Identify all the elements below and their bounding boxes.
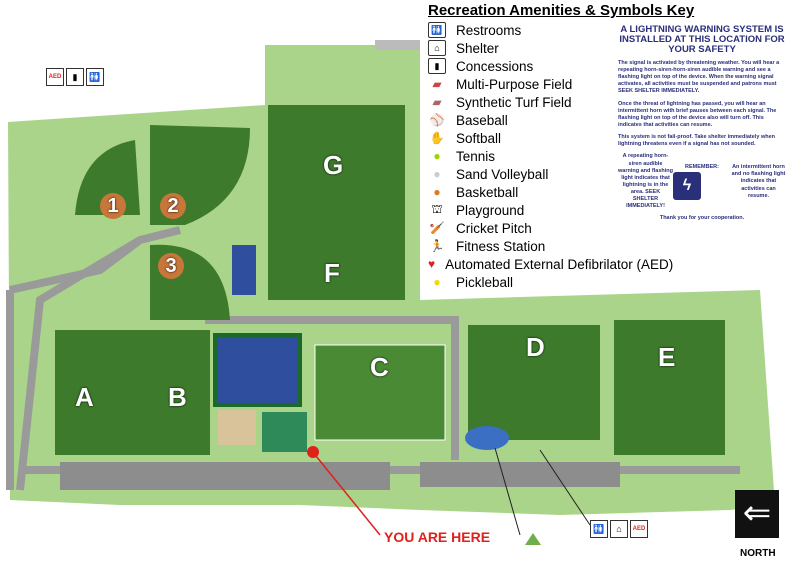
field-d-label: D: [526, 332, 545, 362]
shelter-icon: ⌂: [610, 520, 628, 538]
warning-right-note: An intermittent horn and no flashing lig…: [731, 164, 786, 199]
pickleball-courts: [232, 245, 256, 295]
aed-icon: AED: [630, 520, 648, 538]
legend-item: 🏏 Cricket Pitch: [428, 219, 613, 237]
volleyball-court: [218, 410, 256, 445]
warning-paragraph: This system is not fail-proof. Take shel…: [618, 134, 775, 148]
legend-item: ▰ Synthetic Turf Field: [428, 93, 613, 111]
legend-item-label: Multi-Purpose Field: [456, 76, 573, 92]
diamond-2-label: 2: [160, 193, 186, 219]
synthetic-turf-icon: ▰: [432, 95, 442, 109]
legend-item-label: Automated External Defibrilator (AED): [445, 256, 674, 272]
legend-item-label: Sand Volleyball: [456, 166, 549, 182]
warning-left-note: A repeating horn-siren audible warning a…: [618, 153, 674, 210]
top-strip: [375, 40, 420, 50]
warning-title: A LIGHTNING WARNING SYSTEM IS INSTALLED …: [619, 24, 785, 55]
restroom-icon: 🚻: [428, 22, 446, 38]
diamond-1-label: 1: [100, 193, 126, 219]
field-e-label: E: [658, 342, 676, 372]
legend-item: ● Pickleball: [428, 273, 613, 291]
shelter-icon: ⌂: [428, 40, 446, 56]
playground-icon: [525, 533, 541, 545]
restroom-icon: 🚻: [86, 68, 104, 86]
field-a-label: A: [75, 382, 94, 412]
legend-item-label: Pickleball: [456, 274, 514, 290]
you-are-here-pointer: [315, 455, 381, 536]
legend-item: ▮ Concessions: [428, 57, 613, 75]
concessions-icon: ▮: [428, 58, 446, 74]
legend-item: ● Sand Volleyball: [428, 165, 613, 183]
multi-purpose-field-icon: ▰: [432, 77, 442, 91]
parking-lot-east: [420, 462, 620, 487]
legend-item-label: Concessions: [456, 58, 534, 74]
you-are-here-marker: [307, 446, 319, 458]
field-c: [314, 344, 446, 441]
pond: [465, 426, 509, 450]
legend-item-label: Synthetic Turf Field: [456, 94, 572, 110]
legend-item-label: Tennis: [456, 148, 496, 164]
legend-item: ⚾ Baseball: [428, 111, 613, 129]
legend-item: ● Basketball: [428, 183, 613, 201]
playground-icon: ⛫: [431, 202, 443, 216]
pickleball-icon: ●: [433, 275, 441, 289]
legend-item: ♥ Automated External Defibrilator (AED): [428, 255, 673, 273]
tennis-ball-icon: ●: [433, 149, 441, 163]
lightning-warning-panel: A LIGHTNING WARNING SYSTEM IS INSTALLED …: [612, 22, 792, 230]
legend-item: 🚻 Restrooms: [428, 21, 613, 39]
parking-lot: [60, 462, 390, 490]
legend-item-label: Fitness Station: [456, 238, 546, 254]
warning-paragraph: Once the threat of lightning has passed,…: [618, 100, 777, 129]
amenity-icons-northwest: AED ▮ 🚻: [46, 68, 104, 86]
field-fg: [268, 105, 405, 300]
basketball-court: [262, 412, 307, 452]
legend-item-label: Softball: [456, 130, 502, 146]
legend-item-label: Cricket Pitch: [456, 220, 532, 236]
field-g-label: G: [323, 150, 344, 180]
softball-glove-icon: ✋: [429, 131, 445, 145]
field-d: [468, 325, 600, 440]
cricket-icon: 🏏: [429, 221, 445, 235]
remember-label: REMEMBER:: [685, 164, 719, 171]
north-label: NORTH: [740, 548, 776, 559]
north-arrow-icon: ⇐: [735, 490, 779, 538]
legend-item-label: Playground: [456, 202, 525, 218]
lightning-icon: ϟ: [673, 171, 701, 200]
legend: Recreation Amenities & Symbols Key 🚻 Rest…: [428, 2, 695, 291]
legend-item: ✋ Softball: [428, 129, 613, 147]
concessions-icon: ▮: [66, 68, 84, 86]
aed-icon: AED: [46, 68, 64, 86]
restroom-icon: 🚻: [590, 520, 608, 538]
volleyball-icon: ●: [433, 167, 441, 181]
you-are-here-label: YOU ARE HERE: [384, 529, 491, 545]
field-e: [614, 320, 725, 455]
legend-item-label: Shelter: [456, 40, 499, 56]
tennis-courts: [213, 333, 302, 407]
warning-paragraph: The signal is activated by threatening w…: [618, 59, 780, 95]
aed-icon: ♥: [428, 257, 436, 271]
legend-item: ▰ Multi-Purpose Field: [428, 75, 613, 93]
legend-item: ⛫ Playground: [428, 201, 613, 219]
baseball-icon: ⚾: [429, 113, 445, 127]
field-ab: [55, 330, 210, 455]
diamond-3-label: 3: [158, 253, 184, 279]
warning-thanks: Thank you for your cooperation.: [659, 214, 745, 221]
legend-item-label: Baseball: [456, 112, 508, 128]
legend-item: ⌂ Shelter: [428, 39, 613, 57]
field-f-label: F: [324, 258, 340, 288]
field-b-label: B: [168, 382, 187, 412]
legend-item-label: Basketball: [456, 184, 519, 200]
basketball-icon: ●: [433, 185, 441, 199]
legend-item-label: Restrooms: [456, 22, 522, 38]
legend-title: Recreation Amenities & Symbols Key: [428, 2, 695, 19]
legend-item: ● Tennis: [428, 147, 613, 165]
amenity-icons-east: 🚻 ⌂ AED: [590, 520, 648, 538]
fitness-icon: 🏃: [429, 239, 445, 253]
field-c-label: C: [370, 352, 389, 382]
legend-item: 🏃 Fitness Station: [428, 237, 613, 255]
